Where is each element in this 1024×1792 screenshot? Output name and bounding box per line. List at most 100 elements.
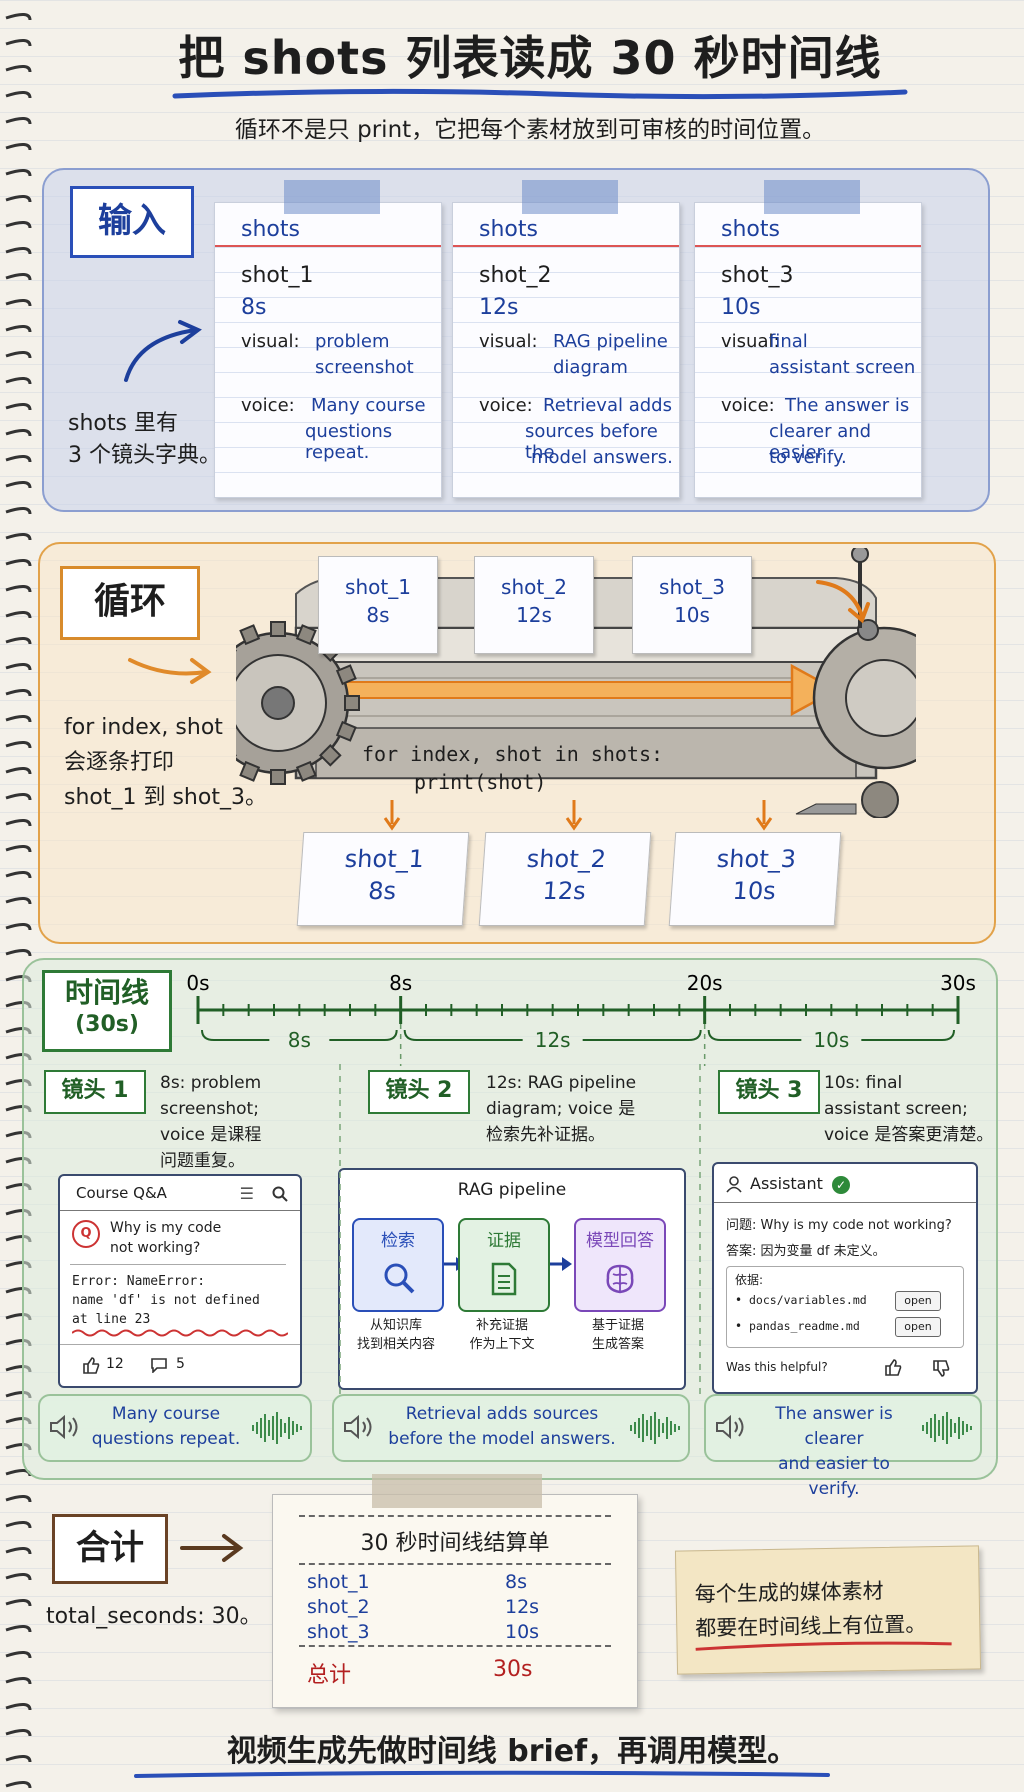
question-text: Why is my code not working? [110, 1220, 222, 1256]
shot-separator [339, 1064, 341, 1394]
receipt-row-name: shot_2 [307, 1596, 370, 1618]
receipt-row-name: shot_3 [307, 1621, 370, 1643]
pipeline-step: 模型回答 [574, 1218, 666, 1312]
basis-file-name: docs/variables.md [749, 1293, 867, 1307]
card-visual-l2: diagram [553, 357, 628, 378]
panel-title: RAG pipeline [457, 1180, 567, 1200]
receipt-row-name: shot_1 [307, 1571, 370, 1593]
bullet: • [735, 1319, 743, 1333]
menu-icon[interactable]: ☰ [239, 1184, 254, 1203]
total-note: total_seconds: 30。 [46, 1604, 262, 1629]
arrow-down-icon [383, 800, 401, 831]
thumbs-up-icon[interactable] [82, 1356, 100, 1374]
loop-code: for index, shot in shots: print(shot) [362, 742, 664, 794]
span-brace [403, 1029, 702, 1041]
shot-label: 镜头 1 [44, 1070, 146, 1114]
card-header: shots [721, 217, 780, 242]
panel-title: Assistant [750, 1174, 823, 1193]
input-note: shots 里有 3 个镜头字典。 [68, 411, 221, 468]
card-voice-key: voice: [241, 395, 295, 416]
sum-label: 总计 [307, 1663, 352, 1688]
pipeline-caption: 从知识库找到相关内容 [356, 1318, 435, 1352]
tape [284, 180, 380, 214]
waveform-icon [630, 1412, 680, 1444]
arrow-right-icon [550, 1257, 572, 1271]
shot-separator [699, 1064, 701, 1394]
input-label: 输入 [70, 186, 194, 258]
speaker-icon [716, 1414, 744, 1440]
title-underline [172, 88, 908, 100]
like-count: 12 [106, 1356, 124, 1372]
axis-tick-label: 0s [186, 971, 209, 995]
receipt-row-value: 12s [505, 1596, 540, 1618]
card-voice-key: voice: [721, 395, 775, 416]
card-voice-l3: model answers. [531, 447, 673, 468]
pipeline-step: 检索 [352, 1218, 444, 1312]
page-title: 把 shots 列表读成 30 秒时间线 [178, 31, 882, 85]
axis-tick-label: 8s [389, 971, 412, 995]
arrow-icon [180, 1534, 244, 1562]
thumbs-down-icon[interactable] [932, 1360, 950, 1378]
arrow-down-icon [565, 800, 583, 831]
card-visual-key: visual: [721, 331, 780, 352]
arrow-icon [128, 658, 212, 684]
card-voice-l2: questions repeat. [305, 421, 393, 463]
pipeline-step: 证据 [458, 1218, 550, 1312]
waveform-icon [922, 1412, 972, 1444]
feedback-text: Was this helpful? [726, 1360, 828, 1374]
search-icon[interactable] [272, 1186, 288, 1202]
tape [764, 180, 860, 214]
card-duration: 12s [479, 295, 519, 320]
arrow-down-icon [755, 800, 773, 831]
user-icon [726, 1176, 742, 1193]
axis-tick-label: 20s [687, 971, 723, 995]
search-icon [384, 1263, 415, 1294]
arrow-icon [124, 320, 202, 382]
card-visual-l2: screenshot [315, 357, 414, 378]
card-visual-key: visual: [241, 331, 300, 352]
card-voice-l2: clearer and easier [769, 421, 872, 463]
assistant-question: 问题: Why is my code not working? [726, 1218, 952, 1233]
thumbs-up-icon[interactable] [884, 1358, 902, 1376]
note-card: 每个生成的媒体素材 都要在时间线上有位置。 [674, 1545, 982, 1675]
card-visual-l1: problem [315, 331, 390, 352]
card-header: shots [241, 217, 300, 242]
speaker-icon [50, 1414, 78, 1440]
comment-count: 5 [176, 1356, 185, 1372]
span-brace [201, 1029, 398, 1041]
receipt-row-value: 10s [505, 1621, 540, 1643]
pipeline-caption: 补充证据作为上下文 [469, 1318, 535, 1352]
card-voice-l1: Many course [311, 395, 426, 416]
course-qa-panel: Course Q&A ☰ Q Why is my code not workin… [58, 1174, 302, 1388]
comment-icon[interactable] [150, 1357, 168, 1373]
open-file-button[interactable]: open [895, 1317, 941, 1337]
question-icon: Q [72, 1220, 100, 1248]
card-voice-key: voice: [479, 395, 533, 416]
error-text: Error: NameError: name 'df' is not defin… [72, 1274, 260, 1327]
panel-title: Course Q&A [76, 1184, 167, 1202]
assistant-answer: 答案: 因为变量 df 未定义。 [726, 1244, 886, 1259]
loop-label: 循环 [60, 566, 200, 640]
card-voice-l1: Retrieval adds [543, 395, 672, 416]
card-duration: 8s [241, 295, 267, 320]
span-brace [707, 1029, 955, 1041]
bullet: • [735, 1293, 743, 1307]
open-file-button[interactable]: open [895, 1291, 941, 1311]
card-voice-l2: sources before the [525, 421, 658, 463]
axis-tick-label: 30s [940, 971, 976, 995]
